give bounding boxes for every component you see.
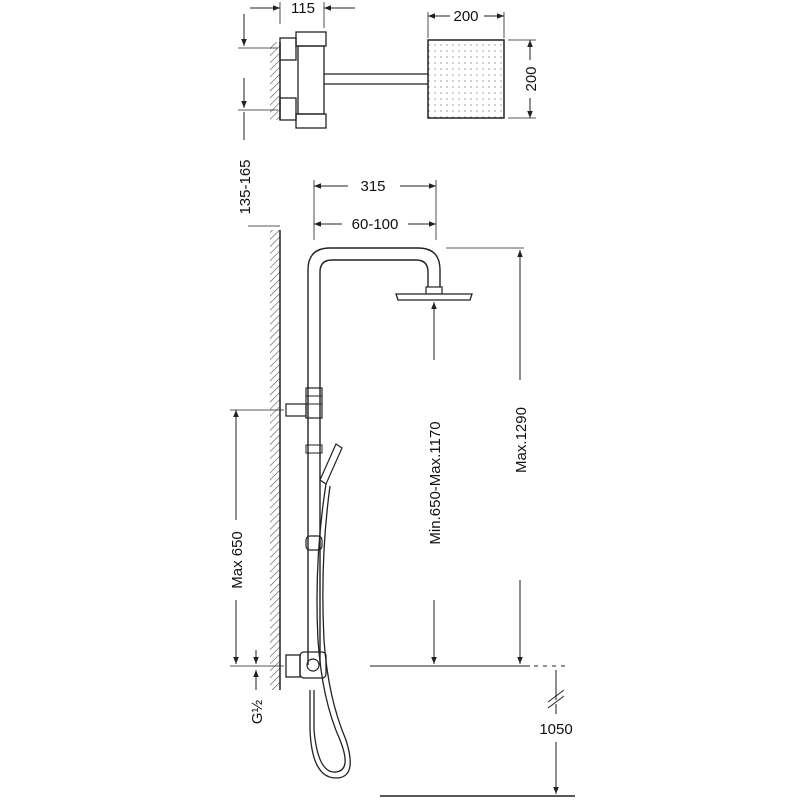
dim-max-1290-label: Max.1290 bbox=[513, 407, 530, 473]
dim-315-label: 315 bbox=[360, 178, 385, 195]
wall-hatch-side bbox=[270, 230, 280, 690]
mixer-side bbox=[285, 654, 301, 678]
riser-pipe bbox=[307, 247, 441, 665]
mixer-valve-lower bbox=[279, 97, 297, 121]
dim-1050-label: 1050 bbox=[539, 721, 572, 738]
dim-g-half-label: G½ bbox=[249, 699, 266, 724]
wall-bracket bbox=[285, 403, 307, 417]
shower-head-side bbox=[395, 293, 473, 301]
wall-hatch-top bbox=[270, 42, 280, 120]
top-view: 115 200 200 135-165 bbox=[237, 0, 540, 215]
mixer-body-top bbox=[297, 45, 325, 115]
dim-head-width-label: 200 bbox=[453, 8, 478, 25]
dim-135-165-label: 135-165 bbox=[237, 159, 254, 214]
dim-min-max-label: Min.650-Max.1170 bbox=[427, 421, 444, 544]
dim-60-100-label: 60-100 bbox=[352, 216, 399, 233]
shower-head-top bbox=[427, 39, 505, 119]
mixer-valve-upper bbox=[279, 37, 297, 61]
hand-shower bbox=[319, 443, 343, 485]
dim-115-label: 115 bbox=[291, 0, 315, 17]
dim-head-depth-label: 200 bbox=[523, 66, 540, 91]
dim-max-650-label: Max 650 bbox=[229, 531, 246, 589]
side-view: 315 60-100 Max 650 bbox=[229, 178, 575, 797]
hose bbox=[313, 483, 346, 773]
